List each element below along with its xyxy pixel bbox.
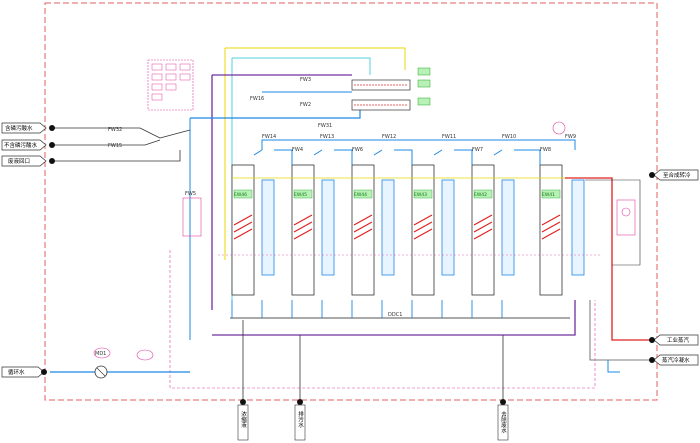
yellow-header-pipe — [225, 47, 406, 70]
column-unit — [539, 164, 585, 296]
column-tag: EW46 — [234, 192, 247, 198]
column-unit — [231, 164, 275, 296]
drain-box-1: 浓缩液 — [237, 399, 249, 441]
drain-box-2: 排污水 — [294, 399, 306, 441]
column-tag: EW43 — [414, 192, 427, 198]
stream-label: FW4 — [292, 147, 303, 153]
column-tag: EW41 — [542, 192, 555, 198]
steam-line — [565, 177, 655, 341]
evaporator-columns — [231, 164, 585, 296]
column-unit — [471, 164, 515, 296]
drain-label: 去除废水 — [500, 410, 507, 434]
stream-label: FW7 — [472, 147, 483, 153]
output-box-2: 工业蒸汽 — [649, 334, 699, 346]
drain-label: 排污水 — [297, 410, 304, 428]
stream-label: FW10 — [502, 134, 516, 140]
column-unit — [351, 164, 395, 296]
input-box-1: 含磷污酸水 — [1, 122, 55, 134]
input-line-3 — [50, 150, 181, 162]
instrument-cluster-top — [147, 59, 194, 111]
stream-label: FW32 — [108, 127, 122, 133]
stream-label: FW6 — [352, 147, 363, 153]
stream-label: FW12 — [382, 134, 396, 140]
input-label: 含磷污酸水 — [5, 124, 33, 132]
column-tag: EW44 — [354, 192, 367, 198]
instrument-cluster-left — [182, 197, 202, 237]
stream-label: FW15 — [108, 143, 122, 149]
stream-label: FW9 — [565, 134, 576, 140]
input-line-1 — [50, 127, 161, 139]
output-box-1: 至合成转冷 — [649, 169, 699, 181]
signal-loop — [169, 250, 596, 389]
condenser-2 — [351, 99, 411, 111]
input-label: 不含磷污酸水 — [4, 141, 38, 149]
input-label: 循环水 — [8, 368, 25, 376]
column-unit — [411, 164, 455, 296]
blue-line-fw2 — [190, 105, 361, 119]
bottom-line-label: DDC1 — [388, 312, 402, 318]
input-label: 废液回口 — [8, 157, 30, 165]
instrument-cluster-right — [616, 199, 636, 236]
column-unit — [291, 164, 335, 296]
drain-box-3: 去除废水 — [497, 399, 509, 441]
output-box-3: 蒸汽冷凝水 — [649, 354, 699, 366]
stream-label: FW5 — [185, 191, 196, 197]
stream-label: FW11 — [442, 134, 456, 140]
condenser-1 — [351, 79, 411, 91]
pump-label: MD1 — [95, 351, 106, 357]
condensate-line — [589, 300, 655, 361]
input-box-4: 循环水 — [1, 366, 47, 378]
output-label: 至合成转冷 — [663, 171, 691, 179]
stream-label: FW3 — [300, 77, 311, 83]
output-label: 蒸汽冷凝水 — [662, 356, 690, 364]
column-tag: EW42 — [474, 192, 487, 198]
input-box-2: 不含磷污酸水 — [1, 139, 55, 151]
input-line-2 — [50, 139, 161, 146]
stream-label: FW14 — [262, 134, 276, 140]
collector-purple — [212, 300, 576, 336]
drain-label: 浓缩液 — [240, 410, 247, 429]
input-box-3: 废液回口 — [1, 155, 55, 167]
stream-label: FW13 — [320, 134, 334, 140]
cyan-header-pipe — [232, 57, 371, 75]
output-label: 工业蒸汽 — [667, 336, 690, 344]
vapor-header — [261, 139, 576, 150]
stream-label: FW8 — [540, 147, 551, 153]
stream-label: FW16 — [250, 96, 264, 102]
stream-label: FW2 — [300, 102, 311, 108]
plant-boundary — [44, 2, 658, 401]
column-tag: EW45 — [294, 192, 307, 198]
stream-label: FW31 — [318, 123, 332, 129]
